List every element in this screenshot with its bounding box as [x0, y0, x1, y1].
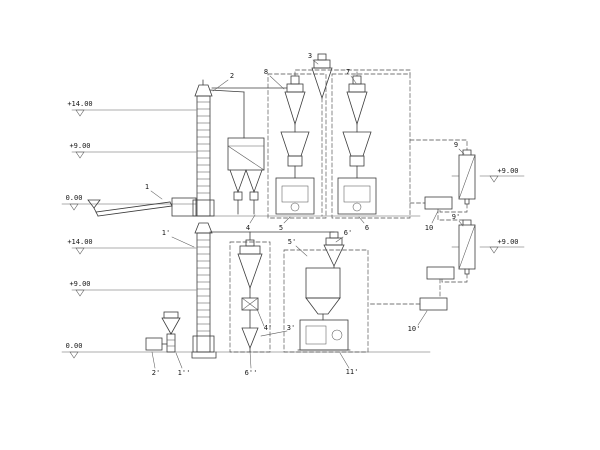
callout: 8 — [264, 68, 285, 90]
callout-label: 6 — [365, 224, 369, 232]
callout: 10' — [408, 310, 428, 333]
filter-unit-lower-left — [145, 311, 181, 353]
callout: 1'' — [175, 352, 191, 377]
sieve-machine — [227, 137, 265, 215]
fan-box-10b — [426, 266, 455, 280]
elevation-marker: +14.00 — [67, 100, 93, 117]
cyclone-column-lower — [229, 239, 271, 353]
elevation-markers: +14.00 +9.00 0.00 +14.00 +9.00 0.00 +9.0… — [66, 100, 519, 359]
callout: 5 — [279, 216, 291, 232]
fan-box-10-prime — [419, 297, 448, 311]
callout-label: 5 — [279, 224, 283, 232]
callout: 6'' — [245, 350, 258, 377]
callout-label: 4 — [246, 224, 250, 232]
aspiration-duct-network — [267, 69, 468, 219]
elevation-marker: 0.00 — [66, 194, 83, 211]
elevation-marker: +9.00 — [69, 280, 91, 297]
right-duct-runs — [367, 203, 468, 305]
callout: 10 — [425, 210, 439, 232]
callout: 7 — [346, 68, 357, 84]
callout-label: 3 — [308, 52, 312, 60]
callout: 2' — [151, 351, 160, 377]
callout-label: 6'' — [245, 369, 258, 377]
callout: 2 — [212, 72, 234, 92]
callout-label: 8 — [264, 68, 268, 76]
elevation-marker: 0.00 — [66, 342, 83, 359]
elevation-label: 0.00 — [66, 194, 83, 202]
callouts: 1 2 8 3 7 4 5 6 — [145, 52, 465, 377]
callout-label: 9' — [452, 213, 460, 221]
callout: 1' — [162, 229, 195, 248]
callout: 4' — [256, 308, 272, 332]
callout-label: 2' — [152, 369, 160, 377]
vessel-9-prime — [451, 219, 476, 275]
elevation-label: +9.00 — [497, 167, 518, 175]
callout-label: 9 — [454, 141, 458, 149]
hopper-train-b — [337, 131, 377, 215]
cyclone-a — [284, 75, 306, 133]
callout: 3 — [308, 52, 319, 65]
intake-conveyor — [87, 197, 197, 217]
callout-label: 1 — [145, 183, 149, 191]
cyclone-center-tall — [311, 53, 333, 217]
callout: 5' — [288, 238, 308, 257]
bucket-elevator-upper — [192, 79, 288, 217]
callout-label: 10 — [425, 224, 433, 232]
callout: 9 — [454, 141, 465, 155]
elevation-marker: +9.00 — [489, 238, 519, 254]
callout: 11' — [339, 352, 359, 376]
elevation-label: +9.00 — [69, 142, 90, 150]
callout-label: 10' — [408, 325, 421, 333]
callout: 6' — [335, 229, 352, 243]
vessel-9 — [451, 149, 476, 205]
cyclone-b — [346, 75, 368, 133]
callout-label: 1' — [162, 229, 170, 237]
bucket-elevator-lower — [191, 222, 335, 359]
callout-label: 3' — [287, 324, 295, 332]
callout: 6 — [358, 216, 369, 232]
callout-label: 6' — [344, 229, 352, 237]
elevation-lines — [61, 109, 525, 353]
callout-label: 2 — [230, 72, 234, 80]
elevation-marker: +9.00 — [489, 167, 519, 183]
callout-label: 5' — [288, 238, 296, 246]
callout: 4 — [246, 214, 256, 232]
elevation-label: +9.00 — [497, 238, 518, 246]
bin-machine-unit — [283, 231, 369, 353]
elevation-label: +9.00 — [69, 280, 90, 288]
fan-box-10a — [424, 196, 453, 210]
callout-label: 4' — [264, 324, 272, 332]
callout-label: 7 — [346, 68, 350, 76]
callout: 9' — [452, 213, 464, 227]
hopper-train-a — [275, 131, 315, 215]
elevation-label: +14.00 — [67, 238, 92, 246]
elevation-label: +14.00 — [67, 100, 92, 108]
callout: 1 — [145, 183, 163, 200]
elevation-marker: +14.00 — [67, 238, 93, 255]
callout-label: 11' — [346, 368, 359, 376]
callout: 3' — [260, 324, 295, 337]
elevation-label: 0.00 — [66, 342, 83, 350]
elevation-marker: +9.00 — [69, 142, 91, 159]
callout-label: 1'' — [178, 369, 191, 377]
